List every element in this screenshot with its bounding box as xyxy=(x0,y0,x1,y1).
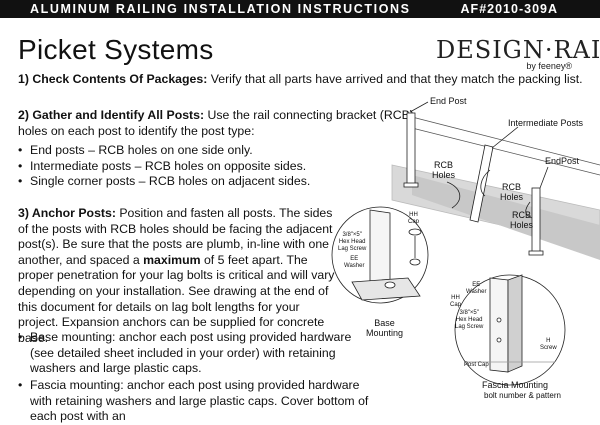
label-rcb-holes-1: RCB Holes xyxy=(432,160,456,180)
label-hh-cap-2: HH Cap xyxy=(450,295,462,308)
installation-diagram xyxy=(331,101,600,386)
base-mounting-detail xyxy=(331,206,429,304)
label-fascia-mounting: Fascia Mounting xyxy=(482,380,549,390)
label-ee-washer-2: EE Washer xyxy=(466,282,487,295)
step3-paragraph: 3) Anchor Posts: Position and fasten all… xyxy=(18,206,336,346)
step3-heading: 3) Anchor Posts: xyxy=(18,206,116,220)
step3-maximum: maximum xyxy=(143,252,201,267)
list-item: Single corner posts – RCB holes on adjac… xyxy=(18,174,420,190)
label-end-post-top: End Post xyxy=(430,96,467,106)
label-hex-lag-2: 3/8"×5" Hex Head Lag Screw xyxy=(455,310,484,330)
label-intermediate-posts: Intermediate Posts xyxy=(508,118,584,128)
label-hh-cap: HH Cap xyxy=(408,212,420,225)
step3-text-a: Position and fasten all posts. The sides… xyxy=(18,206,333,267)
header-bar: ALUMINUM RAILING INSTALLATION INSTRUCTIO… xyxy=(0,0,600,18)
list-item: Intermediate posts – RCB holes on opposi… xyxy=(18,159,420,175)
label-fascia-sub: bolt number & pattern xyxy=(484,391,561,400)
brand-logo: DESIGN·RAIL by feeney® xyxy=(436,36,600,76)
step1-paragraph: 1) Check Contents Of Packages: Verify th… xyxy=(18,72,593,88)
step2-paragraph: 2) Gather and Identify All Posts: Use th… xyxy=(18,108,423,139)
list-item: Base mounting: anchor each post using pr… xyxy=(18,330,360,377)
page-title: Picket Systems xyxy=(18,34,214,65)
fascia-mounting-detail xyxy=(454,274,566,386)
step1-text: Verify that all parts have arrived and t… xyxy=(207,72,583,86)
label-ee-washer: EE Washer xyxy=(344,256,365,269)
label-rcb-holes-2: RCB Holes xyxy=(500,182,524,202)
label-base-mounting: Base Mounting xyxy=(366,318,404,338)
list-item: End posts – RCB holes on one side only. xyxy=(18,143,420,159)
logo-wordmark: DESIGN·RAIL xyxy=(436,36,600,64)
label-end-post-right: EndPost xyxy=(545,156,580,166)
post-layout-illustration xyxy=(391,101,600,260)
label-post-cap: Post Cap xyxy=(464,362,489,368)
document-title: ALUMINUM RAILING INSTALLATION INSTRUCTIO… xyxy=(30,2,411,16)
label-hex-lag: 3/8"×5" Hex Head Lag Screw xyxy=(338,232,367,252)
logo-byline: by feeney® xyxy=(526,61,572,71)
step2-text: Use the rail connecting bracket (RCB) ho… xyxy=(18,108,414,138)
label-rcb-holes-3: RCB Holes xyxy=(510,210,534,230)
step2-heading: 2) Gather and Identify All Posts: xyxy=(18,108,205,122)
label-h-screw: H Screw xyxy=(540,338,557,351)
step1-heading: 1) Check Contents Of Packages: xyxy=(18,72,208,86)
document-code: AF#2010-309A xyxy=(460,2,558,16)
